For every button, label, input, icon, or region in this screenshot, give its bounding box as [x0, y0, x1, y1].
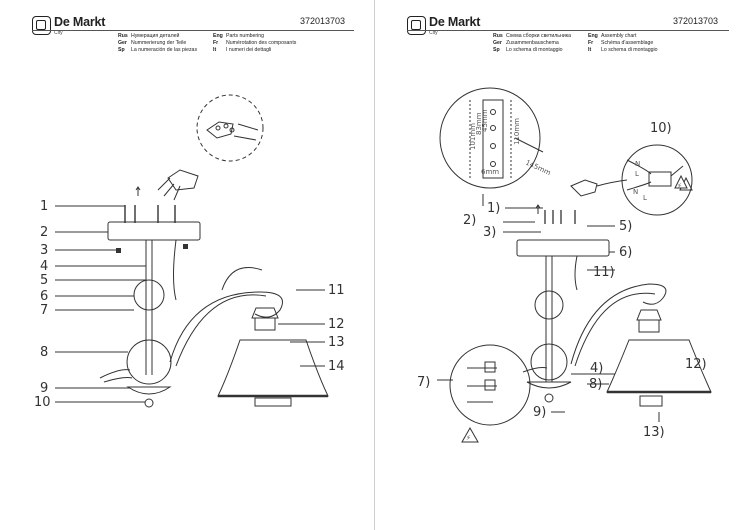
- part-number: 4: [40, 259, 48, 274]
- brand-logo: De Markt City: [407, 14, 480, 36]
- step-number: 2): [463, 213, 476, 228]
- dimension-label: 145mm: [524, 159, 552, 178]
- mounting-plate: [482, 99, 504, 179]
- mounting-plate-detail: [439, 87, 541, 189]
- center-pipe: [145, 240, 153, 375]
- part-number: 5: [40, 273, 48, 288]
- part-number: 8: [40, 345, 48, 360]
- part-number: 13: [328, 335, 345, 350]
- part-number: 3: [40, 243, 48, 258]
- dimension-label: 101mm: [469, 123, 477, 150]
- part-number: 9: [40, 381, 48, 396]
- step-number: 1): [487, 201, 500, 216]
- lamp-arm: [570, 283, 667, 365]
- step-number: 11): [593, 265, 615, 280]
- shade-holder: [636, 309, 662, 321]
- shade-holder: [251, 307, 279, 319]
- part-number: 2: [40, 225, 48, 240]
- brand-name: De Markt: [54, 15, 106, 29]
- part-number: 11: [328, 283, 345, 298]
- wire-connection-detail: [621, 144, 693, 216]
- part-number: 10: [34, 395, 51, 410]
- step-number: 8): [589, 377, 602, 392]
- part-number: 6: [40, 289, 48, 304]
- logo-mark-icon: [407, 15, 426, 35]
- part-number-labels: 1 2 3 4 5 6 7 8 9 10 11 12 13 14: [34, 199, 345, 410]
- wire-label: N: [633, 188, 638, 196]
- part-number: 7: [40, 303, 48, 318]
- assembly-drawing: ⚡ ⚡ 101mm 83mm 45mm 110mm 145mm 6mm N L …: [417, 87, 712, 443]
- part-number: 14: [328, 359, 345, 374]
- wire-label: N: [635, 160, 640, 168]
- dimension-label: 6mm: [481, 168, 499, 176]
- wire-labels: N L N L: [633, 160, 647, 202]
- connector-block: [648, 171, 672, 187]
- step-number: 6): [619, 245, 632, 260]
- part-number: 1: [40, 199, 48, 214]
- terminal-block: [167, 169, 199, 191]
- electric-warning-icon: ⚡: [677, 182, 682, 190]
- document-number: 372013703: [673, 16, 719, 26]
- arm-holder-sphere: [530, 343, 568, 381]
- step-number: 7): [417, 375, 430, 390]
- bottom-cap: [526, 381, 572, 389]
- arm-holder-sphere: [126, 339, 172, 385]
- detail-circle: [196, 94, 264, 162]
- dimension-label: 45mm: [481, 109, 489, 132]
- canopy: [107, 221, 201, 241]
- brand-sub: City: [429, 30, 438, 36]
- terminal-block: [570, 179, 598, 197]
- glass-shade: [217, 339, 329, 397]
- step-number: 9): [533, 405, 546, 420]
- step-number-labels: 1) 2) 3) 4) 5) 6) 7) 8) 9) 10) 11) 12) 1…: [417, 121, 707, 440]
- wire-label: L: [635, 170, 639, 178]
- step-number: 12): [685, 357, 707, 372]
- svg-text:⚡: ⚡: [466, 434, 471, 442]
- decor-sphere: [133, 279, 165, 311]
- electric-warning-icon: [461, 426, 479, 443]
- logo-mark-icon: [32, 15, 51, 35]
- brand-name: De Markt: [429, 15, 481, 29]
- header-divider: [407, 30, 729, 31]
- step-number: 13): [643, 425, 665, 440]
- parts-drawing: 1 2 3 4 5 6 7 8 9 10 11 12 13 14: [34, 94, 345, 410]
- step-number: 10): [650, 121, 672, 136]
- wire-detail-circle: [449, 344, 531, 426]
- document-number: 372013703: [300, 16, 346, 26]
- header-divider: [32, 30, 354, 31]
- step-number: 4): [590, 361, 603, 376]
- page-fold: [374, 0, 375, 530]
- brand-logo: De Markt City: [32, 14, 105, 36]
- step-number: 5): [619, 219, 632, 234]
- decor-sphere: [534, 290, 564, 320]
- lamp-arm: [169, 291, 283, 363]
- part-number: 12: [328, 317, 345, 332]
- dimension-label: 83mm: [475, 112, 483, 135]
- bottom-cap: [126, 386, 172, 395]
- canopy: [516, 239, 610, 257]
- dimension-label: 110mm: [513, 118, 521, 145]
- step-number: 3): [483, 225, 496, 240]
- brand-sub: City: [54, 30, 63, 36]
- wire-label: L: [643, 194, 647, 202]
- terminal-detail: [206, 121, 234, 139]
